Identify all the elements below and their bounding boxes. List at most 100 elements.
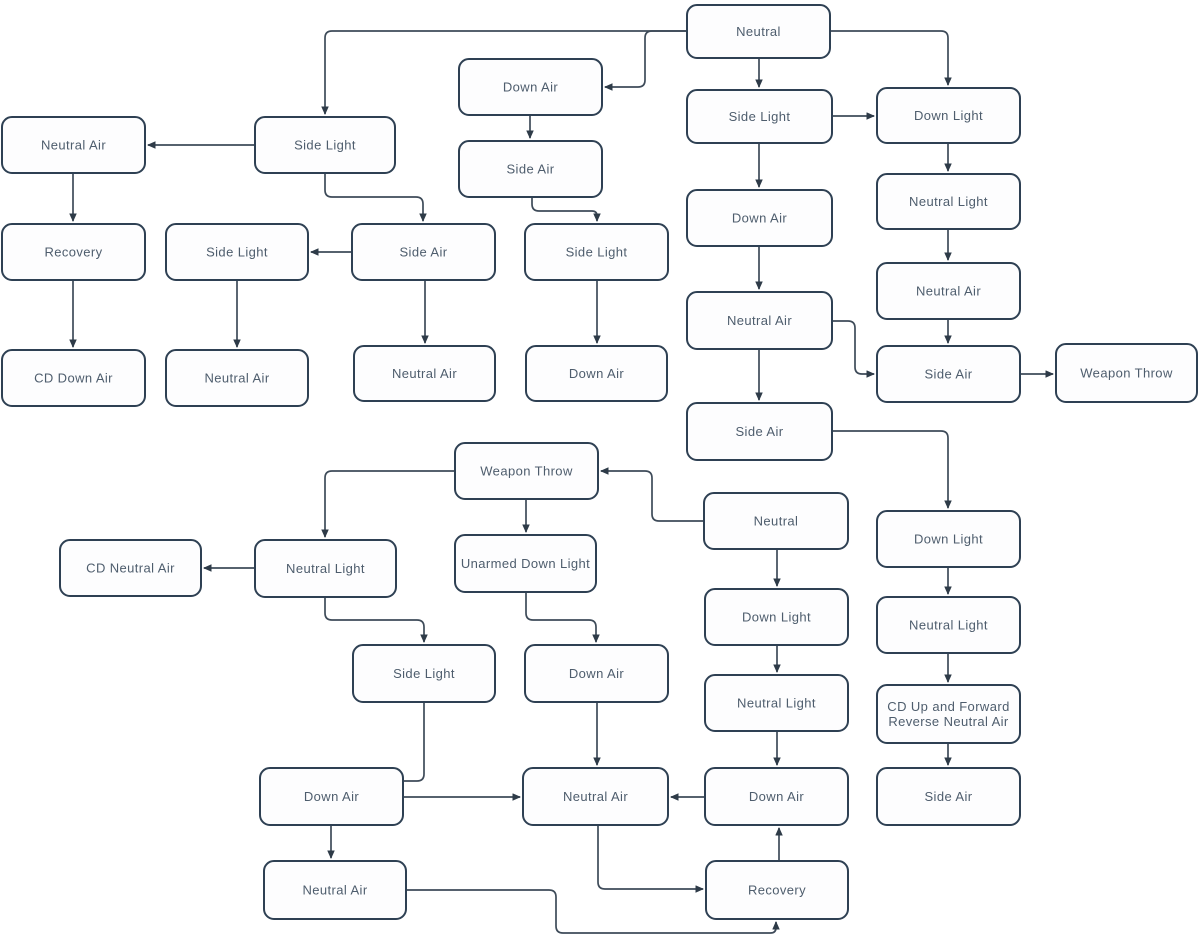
flow-node-down-air[interactable]: Down Air [524,644,669,703]
flow-node-down-light[interactable]: Down Light [876,510,1021,568]
node-box [876,767,1021,826]
flow-node-down-air[interactable]: Down Air [525,345,668,402]
node-box [458,140,603,198]
node-box [259,767,404,826]
node-label: CD Down Air [34,371,113,386]
flow-node-neutral-air[interactable]: Neutral Air [353,345,496,402]
node-label: Down Air [503,80,558,95]
node-label: Unarmed Down Light [461,556,590,571]
node-box [454,442,599,500]
node-label: Neutral Light [737,696,816,711]
node-box [165,223,309,281]
node-box [254,539,397,598]
flow-edge-n23-n26 [321,470,455,538]
flow-node-neutral[interactable]: Neutral [703,492,849,550]
flow-node-side-air[interactable]: Side Air [876,767,1021,826]
node-box [525,345,668,402]
node-box [686,89,833,144]
node-box [704,588,849,646]
node-box [351,223,496,281]
node-box [686,189,833,247]
flow-node-weapon-throw[interactable]: Weapon Throw [454,442,599,500]
node-box [876,173,1021,230]
node-label: Neutral Light [909,618,988,633]
node-label: Neutral Air [916,284,981,299]
flow-node-down-air[interactable]: Down Air [458,58,603,116]
flow-node-neutral-light[interactable]: Neutral Light [876,173,1021,230]
node-box [686,291,833,350]
node-label: Neutral Air [302,883,367,898]
node-box [458,58,603,116]
flow-node-neutral-air[interactable]: Neutral Air [522,767,669,826]
flow-node-down-light[interactable]: Down Light [876,87,1021,144]
node-box [705,860,849,920]
flow-node-side-air[interactable]: Side Air [686,402,833,461]
node-label: Neutral Air [727,313,792,328]
node-box [876,684,1021,744]
flow-node-neutral[interactable]: Neutral [686,4,831,59]
flow-edge-n16-n21 [832,320,875,378]
node-box [352,644,496,703]
flow-node-recovery[interactable]: Recovery [1,223,146,281]
flow-edge-n39-n40 [406,889,780,934]
node-box [165,349,309,407]
node-box [522,767,669,826]
node-label: Down Light [914,108,983,123]
node-box [876,262,1021,320]
flow-node-side-light[interactable]: Side Light [165,223,309,281]
flow-node-side-air[interactable]: Side Air [876,345,1021,403]
node-label: Side Air [924,789,972,804]
node-box [686,402,833,461]
flow-edge-n12-n6 [531,197,601,222]
flow-node-side-light[interactable]: Side Light [686,89,833,144]
flow-edge-n13-n18 [830,30,952,86]
flow-node-neutral-light[interactable]: Neutral Light [876,596,1021,654]
flow-node-neutral-air[interactable]: Neutral Air [686,291,833,350]
node-label: Down Air [749,789,804,804]
node-box [876,345,1021,403]
flow-node-unarmed-down-light[interactable]: Unarmed Down Light [454,534,597,593]
node-box [254,116,396,174]
node-label: Recovery [748,883,806,898]
node-label: Neutral [754,514,799,529]
flow-node-neutral-air[interactable]: Neutral Air [263,860,407,920]
node-label: Side Air [399,245,447,260]
flow-node-side-light[interactable]: Side Light [254,116,396,174]
node-label: Down Air [304,789,359,804]
node-label: Neutral Air [41,138,106,153]
flow-edge-n29-n36 [404,702,425,782]
node-box [1,349,146,407]
flow-node-down-air[interactable]: Down Air [704,767,849,826]
flow-node-side-light[interactable]: Side Light [352,644,496,703]
node-label: CD Neutral Air [86,561,175,576]
flow-node-neutral-light[interactable]: Neutral Light [704,674,849,732]
node-box [686,4,831,59]
flow-node-down-air[interactable]: Down Air [259,767,404,826]
flow-node-neutral-light[interactable]: Neutral Light [254,539,397,598]
flow-node-side-air[interactable]: Side Air [458,140,603,198]
flow-node-side-light[interactable]: Side Light [524,223,669,281]
node-label: Neutral Light [909,194,988,209]
node-box [1055,343,1198,403]
node-box [876,510,1021,568]
flow-node-side-air[interactable]: Side Air [351,223,496,281]
node-label: Side Light [294,138,356,153]
flow-node-neutral-air[interactable]: Neutral Air [165,349,309,407]
flow-node-cd-down-air[interactable]: CD Down Air [1,349,146,407]
flow-node-recovery[interactable]: Recovery [705,860,849,920]
node-box [876,596,1021,654]
flow-edge-n24-n23 [600,467,704,522]
flow-node-down-light[interactable]: Down Light [704,588,849,646]
flow-node-down-air[interactable]: Down Air [686,189,833,247]
flow-node-neutral-air[interactable]: Neutral Air [1,116,146,174]
node-label: Recovery [44,245,102,260]
flow-node-neutral-air[interactable]: Neutral Air [876,262,1021,320]
flow-node-weapon-throw[interactable]: Weapon Throw [1055,343,1198,403]
flow-node-cd-neutral-air[interactable]: CD Neutral Air [59,539,202,597]
node-box [1,116,146,174]
